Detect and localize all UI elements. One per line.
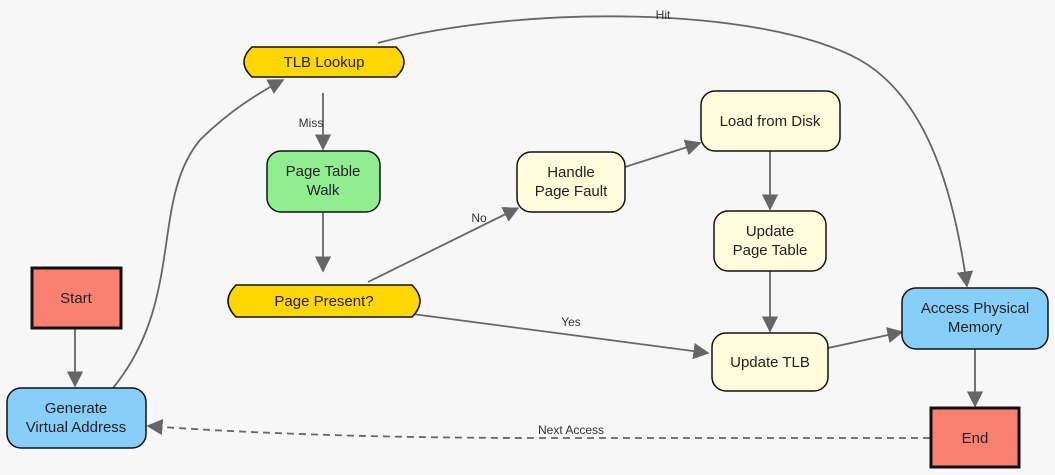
edge-tlb-hit-access	[377, 15, 974, 288]
edge-updatetlb-access	[827, 327, 904, 349]
edge-fault-disk	[624, 139, 702, 168]
node-load-disk-label: Load from Disk	[720, 113, 821, 130]
node-update-page-table: Update Page Table	[713, 210, 827, 272]
node-update-page-table-label-2: Page Table	[733, 242, 808, 259]
node-page-table-walk: Page Table Walk	[266, 150, 381, 213]
node-tlb-lookup-label: TLB Lookup	[284, 54, 365, 71]
edge-end-next-generate	[146, 418, 930, 439]
node-page-present-label: Page Present?	[274, 293, 373, 310]
edge-present-yes-updatetlb	[404, 312, 710, 360]
edge-label-no: No	[471, 211, 487, 225]
node-end-label: End	[962, 430, 989, 447]
node-start-label: Start	[60, 290, 93, 307]
node-end: End	[929, 406, 1021, 469]
edge-label-next-access: Next Access	[538, 423, 604, 437]
node-update-tlb: Update TLB	[711, 332, 829, 392]
node-access-physical-memory: Access Physical Memory	[901, 287, 1049, 350]
node-page-present: Page Present?	[227, 284, 421, 318]
edge-label-hit: Hit	[656, 8, 671, 22]
node-page-table-walk-label-1: Page Table	[286, 163, 361, 180]
node-handle-fault-label-2: Page Fault	[535, 183, 608, 200]
edge-labels: Hit Miss No Yes Next Access	[299, 8, 671, 437]
node-access-memory-label-1: Access Physical	[921, 300, 1029, 317]
node-update-page-table-label-1: Update	[746, 223, 794, 240]
node-update-tlb-label: Update TLB	[730, 354, 810, 371]
edge-generate-tlb	[112, 79, 285, 389]
node-start: Start	[30, 266, 123, 330]
node-generate-virtual-address: Generate Virtual Address	[6, 387, 147, 449]
node-access-memory-label-2: Memory	[948, 319, 1003, 336]
edge-label-miss: Miss	[299, 116, 324, 130]
edge-present-no-fault	[367, 207, 520, 283]
node-generate-label-1: Generate	[45, 400, 108, 417]
node-generate-label-2: Virtual Address	[26, 419, 127, 436]
edge-label-yes: Yes	[561, 315, 581, 329]
edges	[66, 15, 984, 439]
node-handle-page-fault: Handle Page Fault	[516, 151, 626, 213]
node-handle-fault-label-1: Handle	[547, 164, 595, 181]
node-page-table-walk-label-2: Walk	[307, 182, 340, 199]
node-load-from-disk: Load from Disk	[700, 90, 841, 152]
node-tlb-lookup: TLB Lookup	[243, 46, 405, 78]
